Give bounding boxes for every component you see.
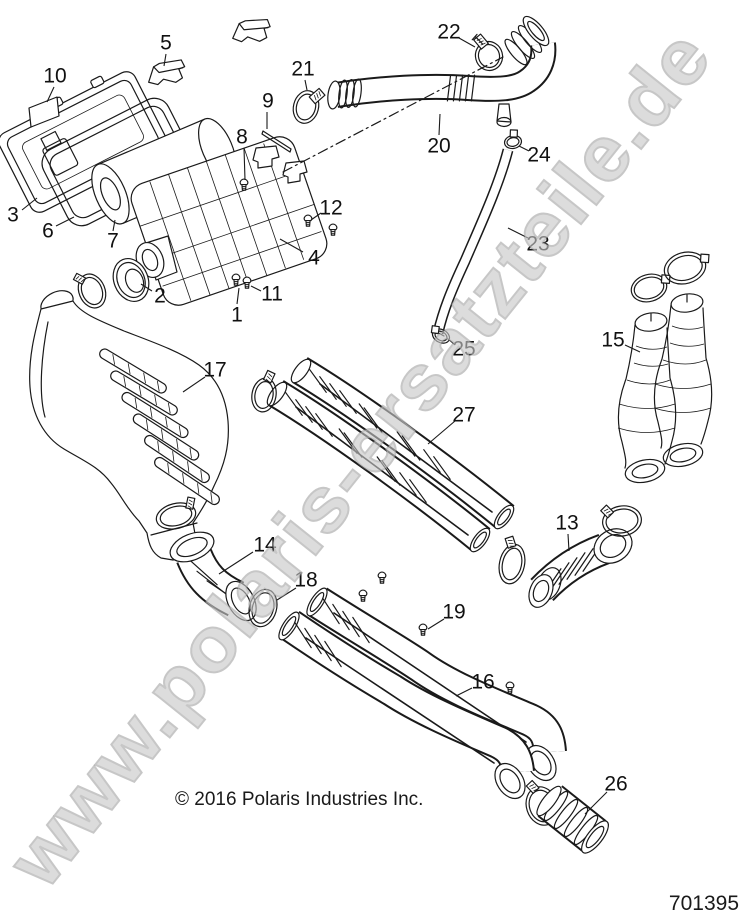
callout-26: 26 bbox=[604, 773, 627, 796]
clamp bbox=[155, 496, 197, 530]
leader-19 bbox=[427, 618, 445, 630]
leader-11 bbox=[250, 285, 262, 292]
leader-4 bbox=[279, 238, 304, 253]
callout-17: 17 bbox=[203, 359, 226, 382]
part-12-screw bbox=[328, 223, 338, 236]
leader-15 bbox=[624, 344, 641, 353]
leader-12 bbox=[310, 212, 322, 221]
leader-10 bbox=[46, 86, 55, 103]
part-18-o-ring bbox=[248, 588, 278, 628]
callout-14: 14 bbox=[253, 534, 277, 557]
leader-6 bbox=[55, 216, 75, 227]
clamp bbox=[663, 251, 710, 285]
leader-14 bbox=[218, 551, 254, 575]
callout-22: 22 bbox=[437, 21, 460, 44]
callout-5: 5 bbox=[160, 32, 172, 55]
callout-2: 2 bbox=[154, 285, 166, 308]
leader-25 bbox=[446, 337, 456, 346]
part-15-resonator bbox=[617, 293, 713, 484]
callout-12: 12 bbox=[319, 197, 342, 220]
leader-3 bbox=[21, 197, 38, 211]
part-14-elbow-hose bbox=[169, 531, 257, 622]
callout-10: 10 bbox=[43, 65, 66, 88]
airbox-bracket bbox=[282, 160, 308, 184]
screw bbox=[505, 681, 515, 694]
screw bbox=[377, 571, 387, 584]
callout-9: 9 bbox=[262, 90, 274, 113]
part-24-clamp bbox=[503, 129, 523, 150]
screw bbox=[358, 589, 368, 602]
part-11-screw bbox=[242, 276, 252, 289]
part-5-bracket bbox=[232, 18, 271, 43]
clamp bbox=[498, 535, 526, 585]
leader-1 bbox=[236, 287, 240, 305]
copyright-text: © 2016 Polaris Industries Inc. bbox=[175, 789, 424, 810]
part-16-twin-duct bbox=[278, 587, 567, 800]
part-17-intake-duct bbox=[29, 290, 229, 561]
leader-22 bbox=[458, 37, 476, 48]
part-13-hose bbox=[528, 528, 633, 608]
leader-7 bbox=[112, 219, 116, 232]
callout-23: 23 bbox=[526, 233, 549, 256]
callout-15: 15 bbox=[601, 329, 624, 352]
callout-6: 6 bbox=[42, 220, 54, 243]
part-9-pin bbox=[261, 130, 292, 153]
callout-20: 20 bbox=[427, 135, 450, 158]
part-number: 701395 bbox=[668, 892, 739, 915]
callout-19: 19 bbox=[442, 601, 465, 624]
clamp bbox=[600, 504, 642, 537]
part-5-bracket bbox=[148, 59, 186, 86]
callout-24: 24 bbox=[527, 144, 551, 167]
callout-11: 11 bbox=[261, 283, 283, 306]
leader-24 bbox=[518, 145, 530, 152]
callout-4: 4 bbox=[308, 247, 320, 270]
leader-20 bbox=[438, 113, 441, 136]
leader-27 bbox=[427, 420, 456, 445]
callout-27: 27 bbox=[452, 404, 475, 427]
callout-25: 25 bbox=[452, 338, 475, 361]
part-21-clamp bbox=[292, 87, 326, 124]
callout-7: 7 bbox=[107, 230, 119, 253]
part-26-adapter bbox=[536, 785, 609, 854]
leader-26 bbox=[584, 791, 608, 815]
callout-1: 1 bbox=[231, 304, 243, 327]
leader-17 bbox=[182, 376, 206, 393]
leader-23 bbox=[507, 227, 529, 239]
clamp bbox=[72, 272, 107, 309]
leader-16 bbox=[455, 687, 473, 697]
part-25-clamp bbox=[430, 325, 451, 344]
leader-18 bbox=[276, 587, 297, 601]
leader-8 bbox=[243, 147, 246, 181]
airbox-bracket bbox=[252, 145, 280, 169]
leader-21 bbox=[304, 79, 308, 91]
part-19-screw bbox=[418, 623, 428, 636]
callout-3: 3 bbox=[7, 204, 19, 227]
leader-2 bbox=[140, 283, 153, 292]
leader-13 bbox=[567, 533, 570, 552]
leader-lines bbox=[21, 37, 641, 815]
part-2-seal-ring bbox=[112, 258, 150, 302]
callout-21: 21 bbox=[291, 58, 314, 81]
callout-13: 13 bbox=[555, 512, 578, 535]
clamp bbox=[630, 273, 671, 303]
centerline bbox=[282, 56, 504, 173]
clamp bbox=[251, 369, 277, 413]
callout-18: 18 bbox=[294, 569, 317, 592]
callout-8: 8 bbox=[236, 126, 248, 149]
callout-16: 16 bbox=[471, 671, 494, 694]
part-20-intake-tube bbox=[327, 15, 557, 128]
leader-5 bbox=[163, 53, 167, 67]
part-22-clamp bbox=[471, 33, 504, 72]
